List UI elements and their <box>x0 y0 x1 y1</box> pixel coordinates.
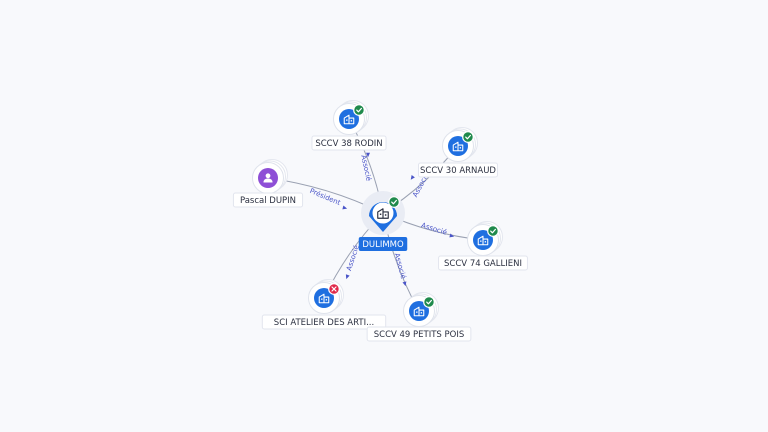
company-icon <box>413 306 425 317</box>
edge-arrow <box>402 281 407 287</box>
node-label: SCCV 30 ARNAUD <box>420 166 496 176</box>
center-label-box <box>358 237 408 251</box>
node-sccv-38-rodin[interactable]: SCCV 38 RODIN <box>311 100 387 151</box>
company-icon <box>343 114 355 125</box>
nodes: SCCV 38 RODIN SCCV 30 ARNAUD Pascal DUPIN S… <box>232 100 528 342</box>
node-label-box <box>261 314 387 330</box>
active-check-icon <box>353 104 365 116</box>
node-sccv-30-arnaud[interactable]: SCCV 30 ARNAUD <box>417 127 499 178</box>
node-center-dulimmo[interactable]: DULIMMO <box>358 191 408 251</box>
active-check-icon <box>487 225 499 237</box>
edge-label: Associé <box>393 252 408 280</box>
edge-label: Associé <box>345 244 361 272</box>
center-node-label: DULIMMO <box>362 240 404 250</box>
edge-arrow <box>345 274 350 280</box>
node-label: SCCV 49 PETITS POIS <box>374 330 465 340</box>
company-icon <box>452 141 464 152</box>
edge-arrow <box>342 205 348 210</box>
node-label-box <box>417 162 499 178</box>
node-label-box <box>366 326 472 342</box>
node-label-box <box>438 255 528 271</box>
person-icon <box>263 173 273 183</box>
node-label: SCI ATELIER DES ARTI... <box>274 318 374 328</box>
node-label: Pascal DUPIN <box>240 196 296 206</box>
active-check-icon <box>423 296 435 308</box>
node-label-box <box>232 192 304 208</box>
node-label-box <box>311 135 387 151</box>
node-label: SCCV 38 RODIN <box>315 139 382 149</box>
active-check-icon <box>462 131 474 143</box>
edge-label: Associé <box>420 221 448 236</box>
company-icon <box>377 208 389 219</box>
node-label: SCCV 74 GALLIENI <box>444 259 522 269</box>
node-pascal-dupin[interactable]: Pascal DUPIN <box>232 159 304 208</box>
node-sccv-49-petits-pois[interactable]: SCCV 49 PETITS POIS <box>366 292 472 342</box>
company-icon <box>318 293 330 304</box>
edge-arrow <box>366 152 370 158</box>
company-icon <box>477 235 489 246</box>
node-sci-atelier-des-arti[interactable]: SCI ATELIER DES ARTI... <box>261 279 387 330</box>
edge-label: Associé <box>359 154 372 182</box>
edge-arrow <box>410 175 415 180</box>
active-check-icon <box>388 196 400 208</box>
edge-arrow <box>449 233 455 238</box>
closed-badge-icon <box>328 283 340 295</box>
node-sccv-74-gallieni[interactable]: SCCV 74 GALLIENI <box>438 221 528 271</box>
